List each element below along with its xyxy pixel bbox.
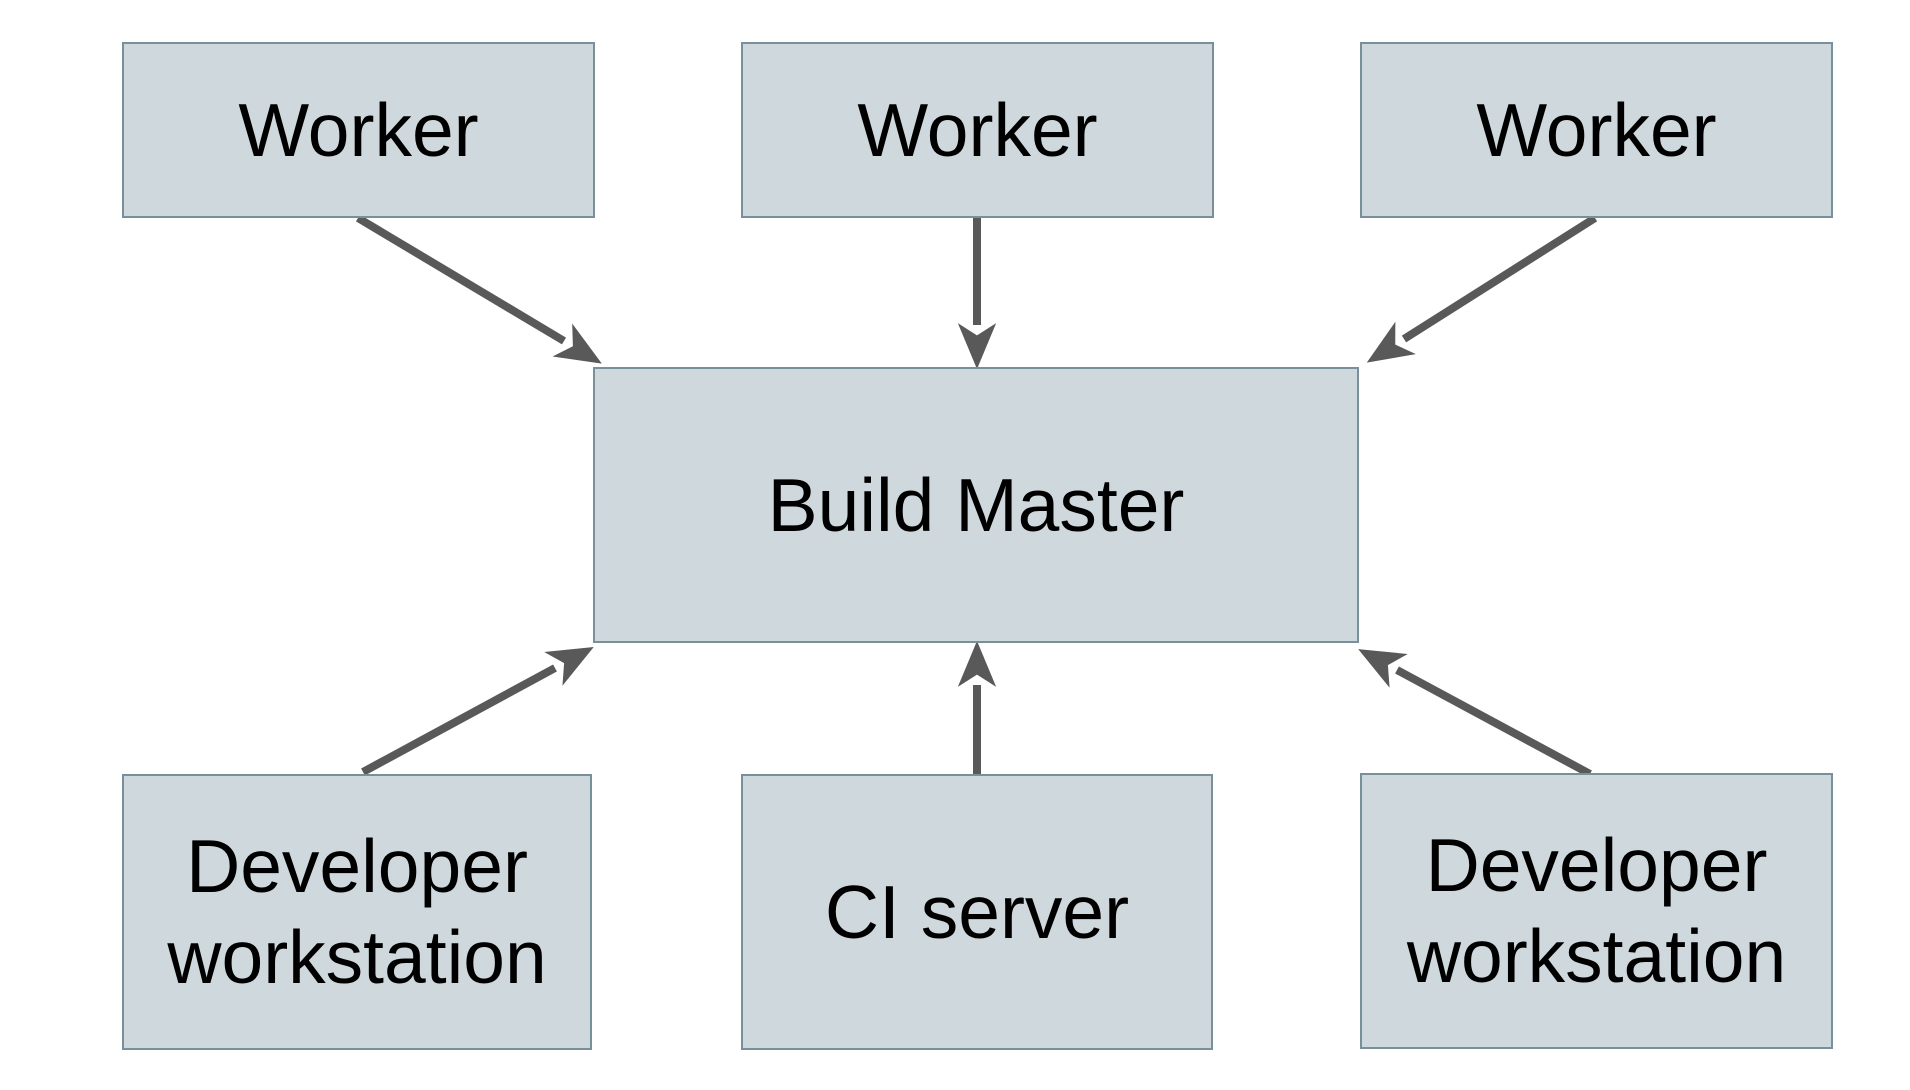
node-worker-1-label: Worker	[238, 87, 479, 172]
node-worker-1: Worker	[122, 42, 595, 218]
arrow-developer-workstation-left-to-build-master	[361, 647, 594, 776]
node-build-master-label: Build Master	[767, 462, 1185, 547]
node-developer-workstation-left: Developer workstation	[122, 774, 592, 1050]
node-developer-workstation-right-label: Developer workstation	[1406, 823, 1787, 998]
node-ci-server: CI server	[741, 774, 1213, 1050]
arrow-worker-1-to-build-master	[355, 214, 602, 364]
node-worker-2-label: Worker	[857, 87, 1098, 172]
node-ci-server-label: CI server	[824, 869, 1130, 954]
node-developer-workstation-right: Developer workstation	[1360, 773, 1833, 1049]
arrow-worker-3-to-build-master	[1366, 214, 1598, 363]
node-developer-workstation-left-label: Developer workstation	[167, 824, 547, 999]
node-worker-2: Worker	[741, 42, 1214, 218]
node-worker-3: Worker	[1360, 42, 1833, 218]
node-worker-3-label: Worker	[1476, 87, 1717, 172]
arrow-developer-workstation-right-to-build-master	[1358, 649, 1592, 778]
node-build-master: Build Master	[593, 367, 1359, 643]
